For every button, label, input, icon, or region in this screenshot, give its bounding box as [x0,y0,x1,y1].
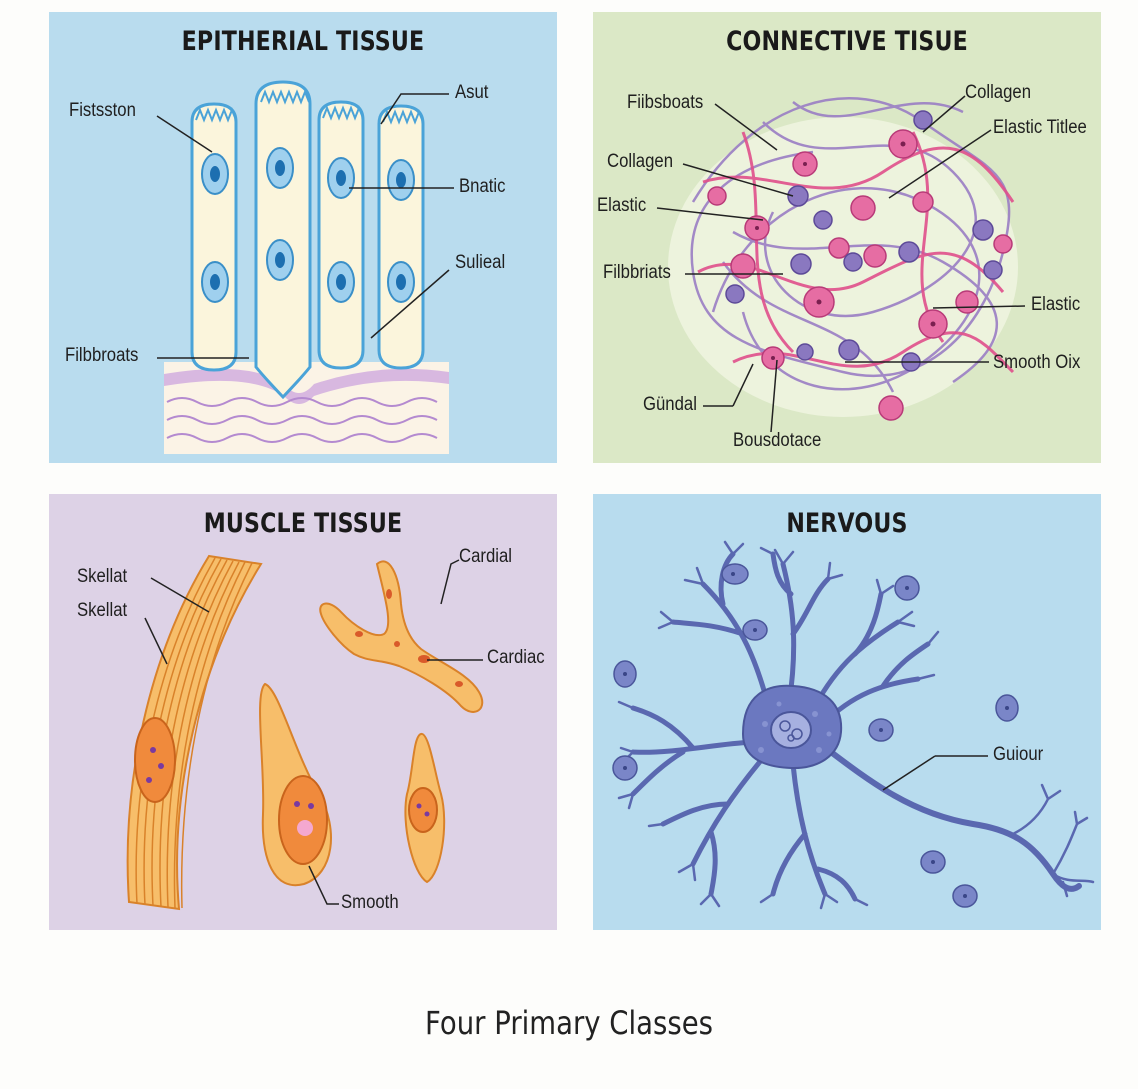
panel-title: MUSCLE TISSUE [203,508,403,539]
nervous-illustration [612,540,1095,910]
connective-tissue-panel: CONNECTIVE TISUE Fiibsboats Collagen Ela… [593,12,1101,463]
fiber-waves [166,397,438,443]
label-smooth-oix: Smooth Oix [993,352,1081,373]
label-collagen-top: Collagen [965,82,1031,103]
label-fiibsboats: Fiibsboats [627,92,704,113]
label-cardial: Cardial [459,546,512,567]
cardiac-cell [319,560,484,713]
label-elastic-right: Elastic [1031,294,1081,315]
leader-lines [156,93,454,359]
label-filbbriats: Filbbriats [603,262,671,283]
cell-dots [755,141,936,360]
label-sulieal: Sulieal [455,252,506,273]
panel-title: CONNECTIVE TISUE [726,26,968,57]
muscle-illustration [126,554,484,911]
axon [820,743,1082,892]
leader-lines [144,559,483,905]
label-gundal: Gündal [643,394,697,415]
cardiac-discs [355,589,463,687]
muscle-tissue-panel: MUSCLE TISSUE Skellat Skellat Cardial Ca… [49,494,557,930]
label-elastic-left: Elastic [597,195,647,216]
glial-dots [623,572,1009,898]
epithelial-tissue-panel: EPITHERIAL TISSUE Fistsston Asut Bnatic … [49,12,557,463]
purple-cells [725,110,1003,372]
label-elastic-titlee: Elastic Titlee [993,117,1087,138]
panel-title: NERVOUS [786,508,908,539]
smooth-nucleus-2 [408,787,438,833]
chromatin [779,720,803,742]
label-bousdotace: Bousdotace [733,430,822,451]
elastic-fibers [690,97,1011,393]
dendrite-tips [617,540,940,910]
label-skellat-1: Skellat [77,566,128,587]
footer-caption: Four Primary Classes [425,1004,713,1042]
axon-terminals [1011,783,1095,898]
label-collagen-left: Collagen [607,151,673,172]
smooth-dots-2 [416,803,430,817]
nervous-tissue-panel: NERVOUS Guiour [593,494,1101,930]
leader-line-2 [882,755,936,791]
basement-membrane [164,368,449,404]
smooth-dots-1 [294,801,314,809]
skeletal-dots [146,747,164,783]
leader-lines [656,95,1026,433]
smooth-nucleus-1 [278,775,328,865]
columnar-cells [190,80,425,400]
nuclei [201,147,415,303]
epithelial-illustration [156,80,454,454]
connective-illustration [656,95,1026,433]
soma-texture [758,701,832,753]
smooth-nucleolus [297,820,313,836]
label-smooth: Smooth [341,892,399,913]
panel-title: EPITHERIAL TISSUE [181,26,425,57]
neuron-nucleus [770,711,812,749]
skeletal-nucleus [134,717,176,803]
label-bnatic: Bnatic [459,176,506,197]
label-filbbroats: Filbbroats [65,345,139,366]
microvilli [195,89,424,125]
label-skellat-2: Skellat [77,600,128,621]
label-asut: Asut [455,82,489,103]
label-guiour: Guiour [993,744,1044,765]
label-fistsston: Fistsston [69,100,136,121]
label-cardiac: Cardiac [487,647,545,668]
